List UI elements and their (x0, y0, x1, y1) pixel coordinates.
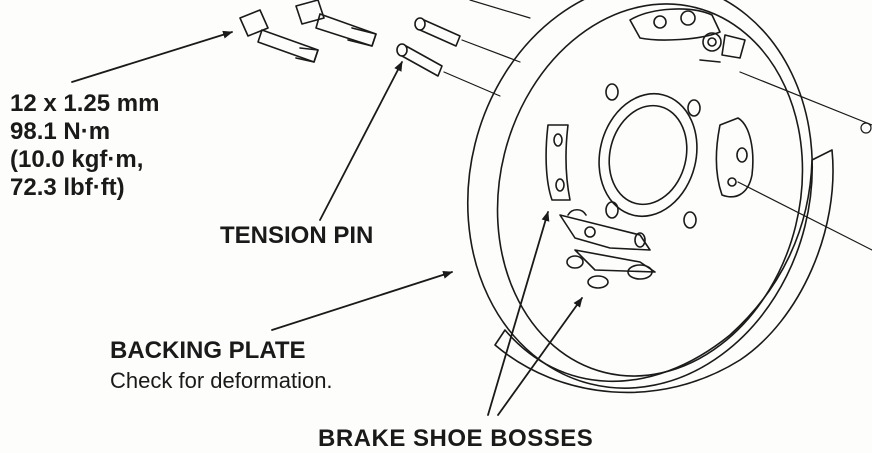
tension-pin-lower (396, 43, 443, 77)
center-hub (598, 92, 698, 218)
alignment-lines (443, 0, 872, 251)
tension-pin-label: TENSION PIN (220, 222, 374, 249)
torque-spec-line-3: (10.0 kgf·m, (10, 146, 144, 173)
tension-pin-leader-arrow (319, 61, 403, 221)
splash-shield (494, 149, 834, 394)
bolt-2 (295, 0, 377, 47)
left-slot (545, 124, 571, 201)
boss-leader-arrow-1 (487, 211, 550, 416)
torque-spec-line-4: 72.3 lbf·ft) (10, 174, 125, 201)
spec-leader-arrow (71, 30, 233, 83)
tension-pin-upper (414, 17, 461, 47)
bottom-mechanism (559, 208, 656, 289)
backing-plate-diagram (71, 0, 872, 416)
backing-plate-note: Check for deformation. (110, 368, 333, 393)
bolt-holes (605, 83, 701, 248)
torque-spec-label: 12 x 1.25 mm 98.1 N·m (10.0 kgf·m, 72.3 … (10, 90, 159, 202)
boss-leader-arrow-2 (497, 297, 583, 416)
top-mechanism (629, 8, 746, 63)
brake-shoe-bosses-label: BRAKE SHOE BOSSES (318, 425, 594, 452)
backing-plate-title: BACKING PLATE (110, 337, 306, 364)
backing-plate-outline (466, 0, 814, 389)
bolt-1 (239, 9, 319, 63)
backing-plate-leader-arrow (271, 270, 453, 331)
right-slot (715, 117, 754, 198)
torque-spec-line-2: 98.1 N·m (10, 118, 111, 145)
torque-spec-line-1: 12 x 1.25 mm (10, 90, 160, 117)
